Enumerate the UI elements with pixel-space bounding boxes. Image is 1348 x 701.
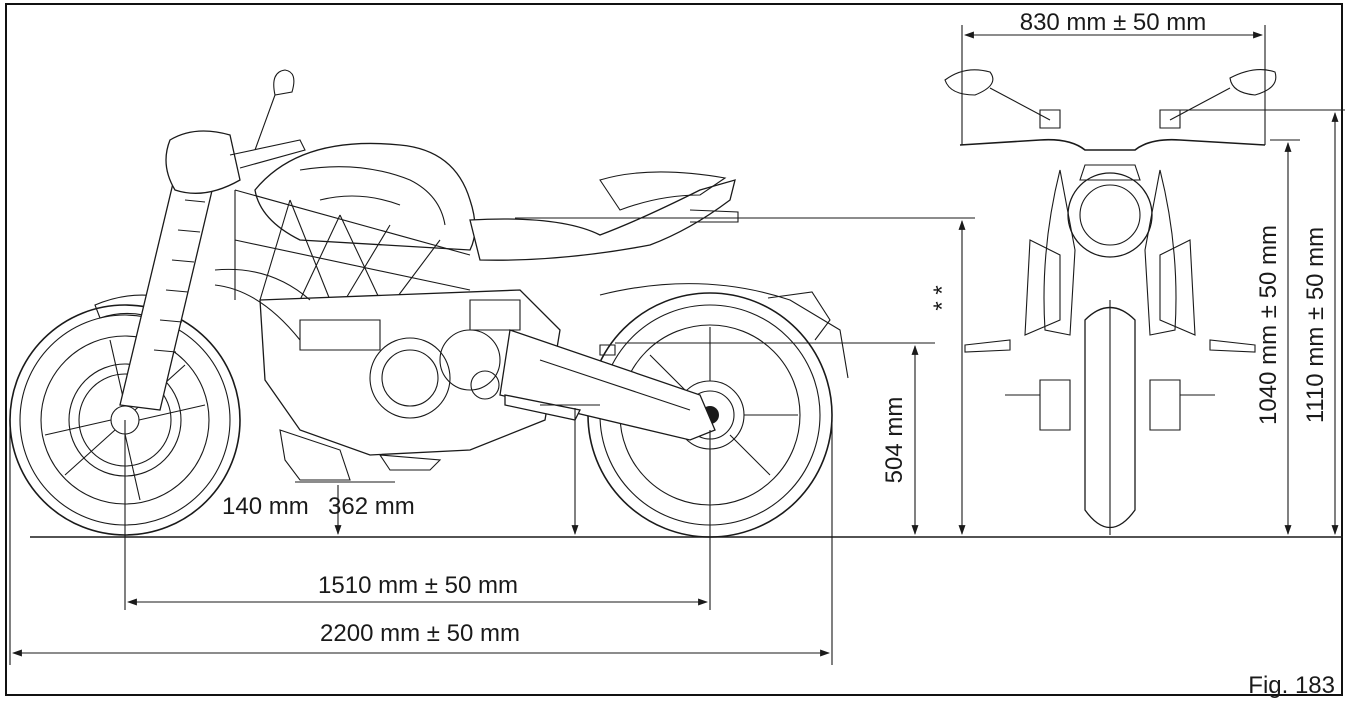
overall-height-label: 1110 mm ± 50 mm	[1302, 227, 1329, 423]
figure-label: Fig. 183	[1248, 672, 1335, 699]
engine	[259, 289, 561, 481]
seat-height-label: * *	[929, 285, 956, 310]
dim-clearance-mid	[540, 404, 600, 535]
dim-handlebar-width: 830 mm ± 50 mm	[961, 9, 1266, 145]
dim-mirror-height: 1040 mm ± 50 mm	[1255, 139, 1300, 535]
mirror-height-label: 1040 mm ± 50 mm	[1255, 225, 1282, 425]
dim-clearance-front: 140 mm 362 mm	[222, 481, 415, 535]
dim-overall-height: 1110 mm ± 50 mm	[1170, 109, 1345, 535]
swingarm	[499, 329, 716, 441]
front-fork	[119, 174, 216, 411]
footpeg-height-label: 504 mm	[881, 397, 908, 484]
headlight	[165, 130, 241, 194]
dim-wheelbase: 1510 mm ± 50 mm	[124, 420, 711, 610]
dim-footpeg-height: 504 mm	[615, 342, 935, 535]
wheelbase-label: 1510 mm ± 50 mm	[318, 572, 518, 599]
front-view-motorcycle	[944, 69, 1277, 535]
trellis-frame	[234, 189, 471, 301]
clearance-mid-label: 362 mm	[328, 493, 415, 520]
dim-overall-length: 2200 mm ± 50 mm	[9, 420, 833, 665]
side-view-motorcycle	[9, 69, 849, 538]
dim-seat-height: * *	[515, 217, 975, 535]
overall-length-label: 2200 mm ± 50 mm	[320, 620, 520, 647]
figure-frame	[5, 3, 1343, 696]
clearance-front-label: 140 mm	[222, 493, 309, 520]
handlebar-width-label: 830 mm ± 50 mm	[1020, 9, 1207, 36]
seat	[469, 179, 736, 261]
